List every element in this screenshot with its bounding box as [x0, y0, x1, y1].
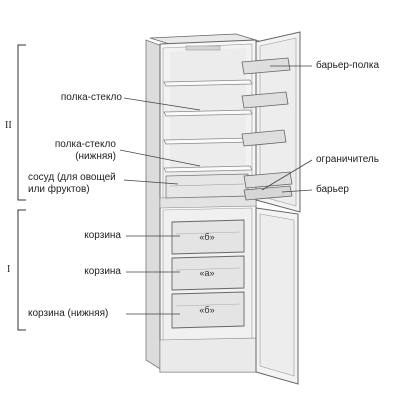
label-glass-shelf-lower: полка-стекло (нижняя)	[54, 139, 116, 162]
section-label-upper: II	[5, 120, 12, 131]
basket-badge-middle: «а»	[199, 268, 215, 278]
basket-badge-bottom: «б»	[199, 305, 215, 315]
basket-badge-top: «б»	[199, 232, 215, 242]
freezer-baskets	[171, 219, 245, 329]
leader-lines	[119, 65, 313, 315]
upper-door	[241, 31, 301, 213]
bracket-lower	[17, 209, 26, 331]
label-basket-lower: корзина (нижняя)	[28, 308, 109, 319]
label-basket-2: корзина	[84, 266, 121, 277]
label-barrier-shelf: барьер-полка	[316, 60, 380, 71]
section-label-lower: I	[7, 264, 11, 275]
label-crisper: сосуд (для овощей или фруктов)	[28, 172, 116, 195]
label-glass-shelf: полка-стекло	[60, 92, 122, 103]
bracket-upper	[17, 44, 26, 201]
lower-door	[255, 207, 299, 385]
label-limiter: ограничитель	[316, 154, 379, 165]
label-barrier: барьер	[316, 184, 349, 195]
label-basket-1: корзина	[84, 230, 121, 241]
crisper-drawer	[165, 173, 249, 199]
glass-shelves	[163, 79, 253, 173]
